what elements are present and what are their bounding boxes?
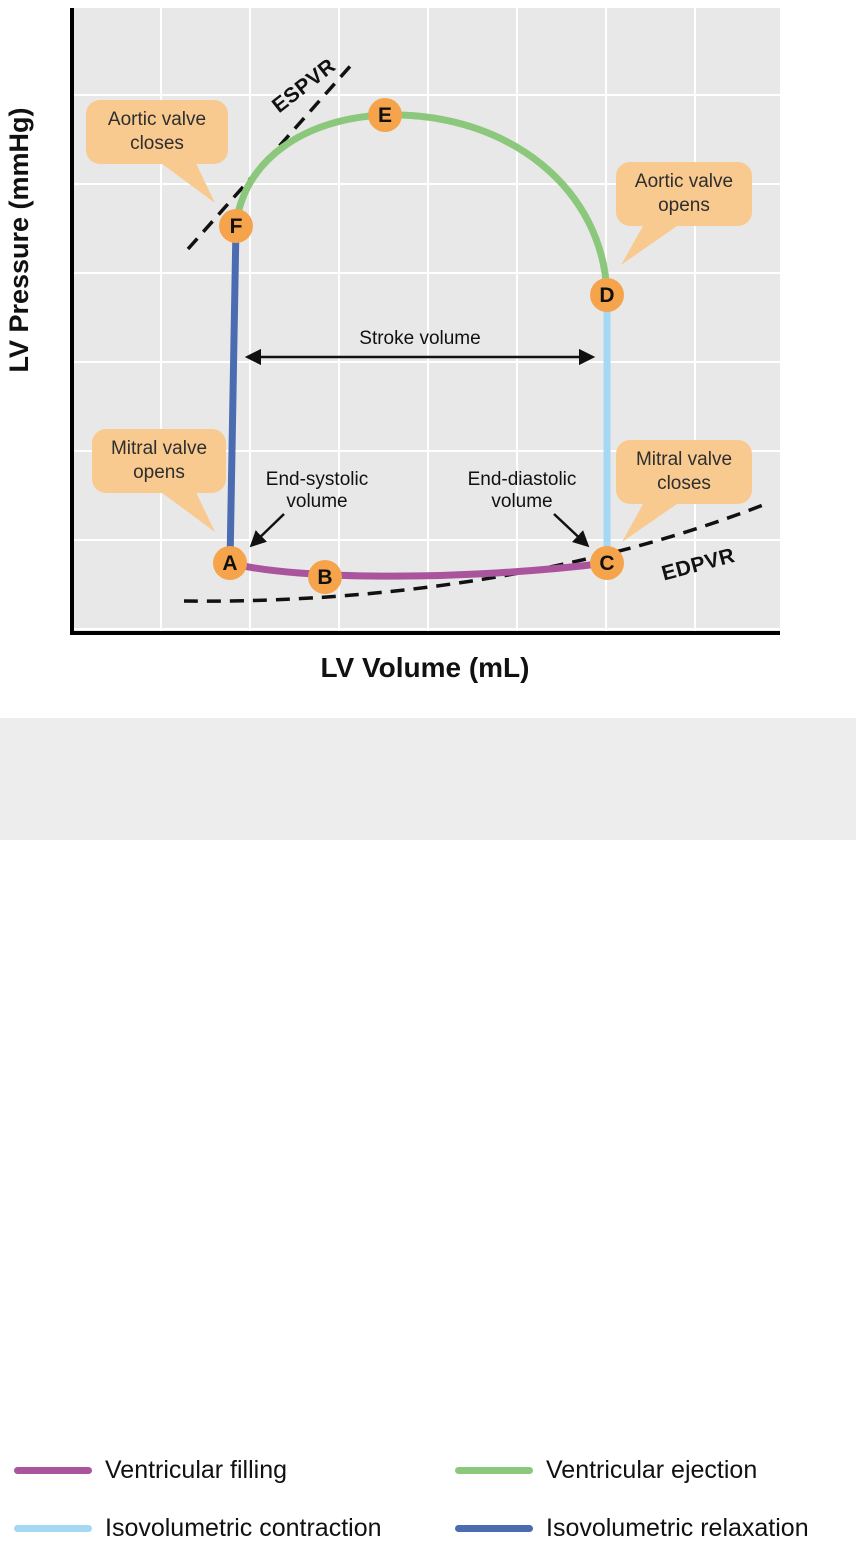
point-D-label: D — [599, 284, 614, 307]
end-systolic-arrow — [249, 513, 285, 548]
legend-swatch-ventricular-ejection — [455, 1467, 533, 1474]
espvr-label: ESPVR — [268, 54, 340, 118]
callout-tail-aortic-closes — [150, 155, 215, 203]
point-C: C — [590, 546, 624, 580]
point-A-marker — [213, 546, 247, 580]
point-F-marker — [219, 209, 253, 243]
isovolumetric-relaxation-segment — [226, 222, 240, 567]
callout-tail-mitral-closes — [622, 495, 690, 542]
point-C-marker — [590, 546, 624, 580]
callout-mitral-valve-opens: Mitral valve opens — [92, 429, 226, 493]
point-D-marker — [590, 278, 624, 312]
callout-text: opens — [658, 194, 710, 216]
point-B: B — [308, 560, 342, 594]
legend-item-isovolumetric-contraction: Isovolumetric contraction — [14, 1514, 382, 1543]
callout-text: Aortic valve — [634, 171, 734, 192]
callout-text: Mitral valve — [110, 438, 208, 459]
end-systolic-volume-label-line2: volume — [286, 491, 347, 512]
callout-aortic-valve-closes: Aortic valve closes — [86, 100, 228, 164]
legend-swatch-ventricular-filling — [14, 1467, 92, 1474]
legend: Ventricular filling Ventricular ejection… — [0, 718, 856, 1542]
point-E-marker — [368, 98, 402, 132]
point-D: D — [590, 278, 624, 312]
callout-tail-mitral-opens — [150, 484, 215, 532]
point-A-label: A — [222, 552, 237, 575]
end-systolic-volume-label: End-systolic — [266, 469, 368, 490]
pv-loop-canvas: Stroke volume End-systolic volume End-di… — [150, 54, 764, 603]
callout-aortic-valve-opens: Aortic valve opens — [616, 162, 752, 226]
point-B-label: B — [317, 566, 332, 589]
point-A: A — [213, 546, 247, 580]
point-E: E — [368, 98, 402, 132]
legend-item-ventricular-filling: Ventricular filling — [14, 1456, 287, 1485]
edpvr-label: EDPVR — [659, 544, 737, 586]
point-B-marker — [308, 560, 342, 594]
point-F-label: F — [230, 215, 243, 238]
callout-text: opens — [133, 461, 185, 483]
end-diastolic-volume-label: End-diastolic — [468, 469, 577, 490]
edpvr-dashed-curve — [183, 503, 764, 603]
legend-swatch-isovolumetric-contraction — [14, 1525, 92, 1532]
point-F: F — [219, 209, 253, 243]
ventricular-ejection-segment — [232, 111, 611, 299]
point-C-label: C — [599, 552, 614, 575]
stroke-volume-label: Stroke volume — [359, 328, 480, 349]
callout-text: closes — [657, 472, 711, 494]
legend-item-isovolumetric-relaxation: Isovolumetric relaxation — [455, 1514, 809, 1543]
legend-label: Ventricular ejection — [546, 1456, 758, 1484]
legend-label: Ventricular filling — [105, 1456, 288, 1484]
callout-text: Aortic valve — [107, 109, 207, 130]
end-diastolic-volume-label-line2: volume — [491, 491, 552, 512]
pv-loop-diagram: Stroke volume End-systolic volume End-di… — [0, 8, 856, 1542]
legend-swatch-isovolumetric-relaxation — [455, 1525, 533, 1532]
point-E-label: E — [378, 104, 392, 127]
legend-item-ventricular-ejection: Ventricular ejection — [455, 1456, 757, 1485]
end-diastolic-arrow — [553, 513, 590, 548]
legend-label: Isovolumetric relaxation — [546, 1514, 809, 1542]
ventricular-filling-segment — [226, 559, 611, 580]
callout-mitral-valve-closes: Mitral valve closes — [616, 440, 752, 504]
callout-text: Mitral valve — [635, 449, 733, 470]
callout-text: closes — [130, 132, 184, 154]
y-axis-label: LV Pressure (mmHg) — [4, 107, 34, 373]
callout-tail-aortic-opens — [621, 217, 690, 265]
legend-label: Isovolumetric contraction — [105, 1514, 382, 1542]
x-axis-label: LV Volume (mL) — [320, 652, 530, 683]
